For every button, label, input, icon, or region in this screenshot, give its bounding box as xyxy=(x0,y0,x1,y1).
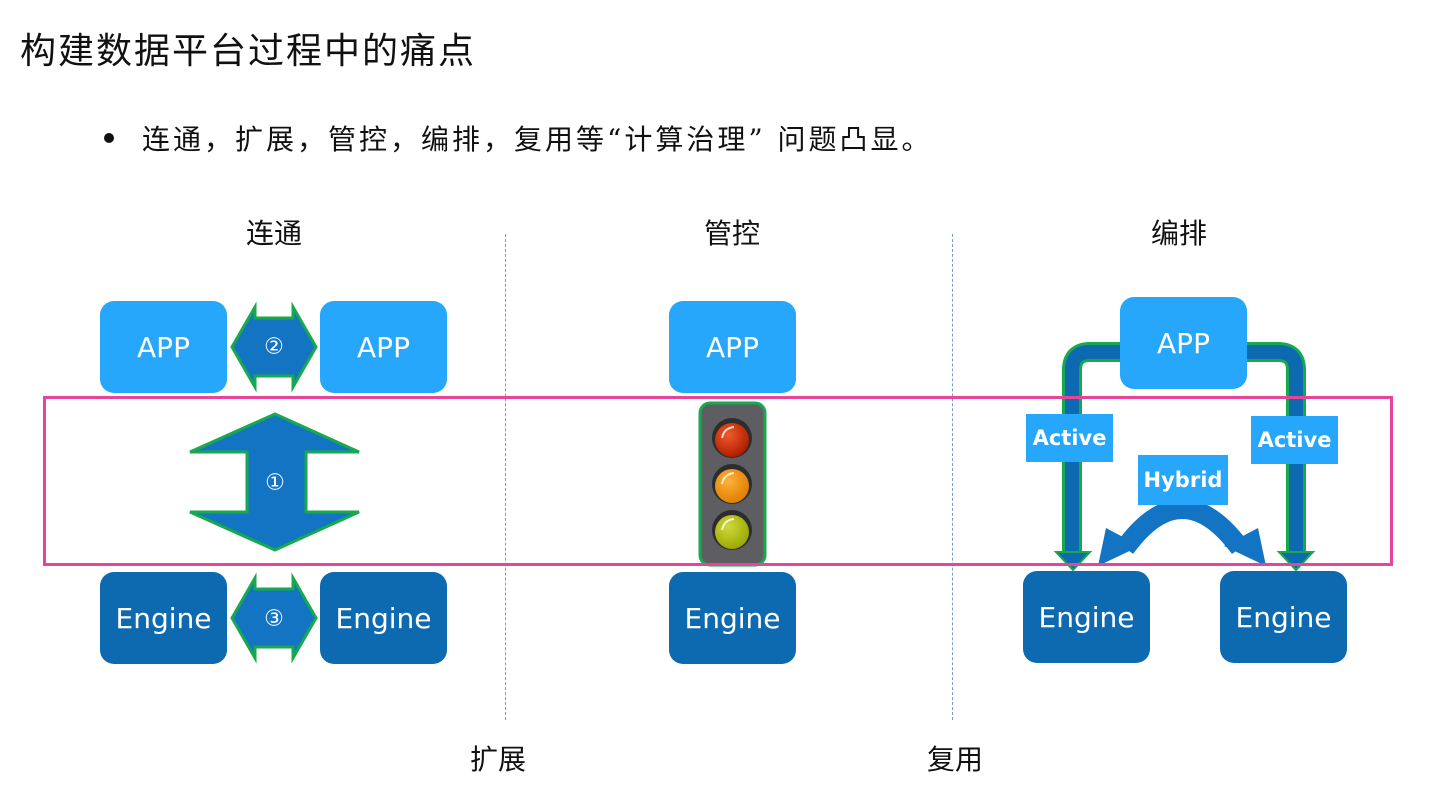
hybrid-curved-arrow-icon xyxy=(1098,499,1266,566)
bullet-dot-icon xyxy=(104,133,114,143)
section-label-control: 管控 xyxy=(703,217,761,250)
orchestrate-app-box: APP xyxy=(1120,297,1247,389)
section-label-connect: 连通 xyxy=(245,217,303,250)
divider-right xyxy=(952,234,953,720)
section-label-reuse: 复用 xyxy=(926,743,984,776)
active-tag-right: Active xyxy=(1251,416,1338,464)
bullet-item: 连通，扩展，管控，编排，复用等“计算治理” 问题凸显。 xyxy=(104,118,933,158)
control-app-box: APP xyxy=(669,301,796,393)
bidirectional-arrow-app-icon xyxy=(230,301,318,393)
active-tag-left: Active xyxy=(1026,414,1113,462)
bidirectional-arrow-vertical-icon xyxy=(189,412,360,552)
engine-box-left: Engine xyxy=(100,572,227,664)
app-box-left: APP xyxy=(100,301,227,393)
slide-title: 构建数据平台过程中的痛点 xyxy=(20,31,477,72)
arrow-number-1: ① xyxy=(265,470,285,496)
section-label-orchestrate: 编排 xyxy=(1150,217,1208,250)
divider-left xyxy=(505,234,506,720)
control-engine-box: Engine xyxy=(669,572,796,664)
arrow-number-3: ③ xyxy=(264,606,284,632)
traffic-light-icon xyxy=(698,401,767,567)
active-arrow-right-icon xyxy=(1245,342,1316,572)
engine-box-right: Engine xyxy=(320,572,447,664)
arrow-number-2: ② xyxy=(264,334,284,360)
bullet-text: 连通，扩展，管控，编排，复用等“计算治理” 问题凸显。 xyxy=(142,123,933,156)
section-label-expand: 扩展 xyxy=(469,743,527,776)
orchestrate-engine-box-left: Engine xyxy=(1023,571,1150,663)
active-arrow-left-icon xyxy=(1053,342,1122,572)
computation-governance-highlight xyxy=(43,396,1393,566)
bidirectional-arrow-engine-icon xyxy=(230,572,318,664)
hybrid-tag: Hybrid xyxy=(1138,455,1228,505)
orchestrate-engine-box-right: Engine xyxy=(1220,571,1347,663)
app-box-right: APP xyxy=(320,301,447,393)
